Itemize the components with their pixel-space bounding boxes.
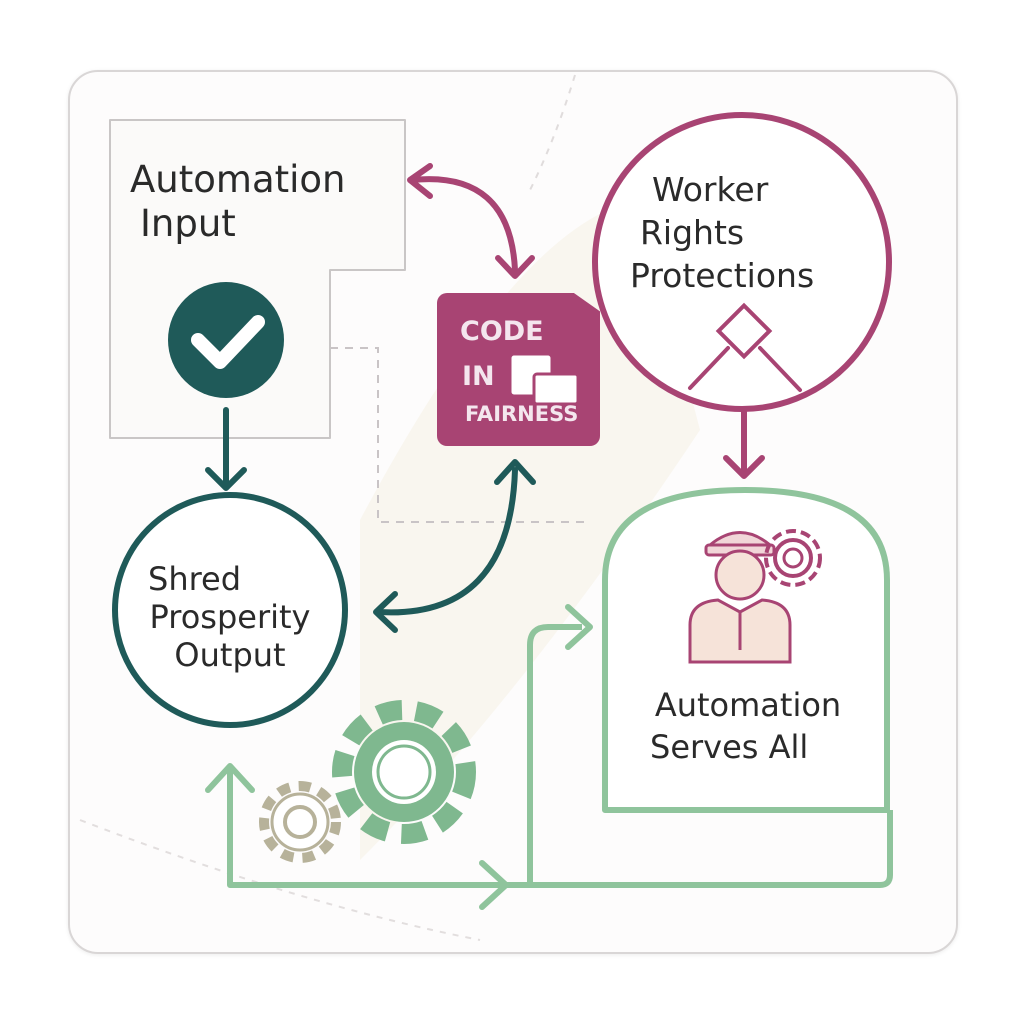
gear-icon xyxy=(764,529,822,587)
arrowhead-up-teal xyxy=(494,459,536,485)
worker-rights-circle xyxy=(592,112,892,412)
automation-input-line1: Automation xyxy=(130,158,346,201)
automation-serves-label: Automation Serves All xyxy=(618,684,878,768)
arrowhead-right-sage xyxy=(565,604,593,650)
dashed-connector xyxy=(330,347,585,523)
code-label-line2: IN xyxy=(462,361,495,392)
large-gear-icon xyxy=(332,700,476,844)
arrow-input-to-code xyxy=(409,176,518,273)
worker-rights-label: Worker Rights Protections xyxy=(630,168,850,297)
loop-branch-line xyxy=(527,624,582,885)
code-label-line3: FAIRNESS xyxy=(465,402,579,426)
arrowhead-left-plum xyxy=(407,163,433,199)
check-icon xyxy=(168,282,284,398)
automation-serves-line2: Serves All xyxy=(650,728,809,766)
automation-input-label: Automation Input xyxy=(130,158,346,246)
arrowhead-up-sage xyxy=(205,763,255,793)
shared-prosperity-line1: Shred xyxy=(148,560,242,598)
arrowhead-left-teal xyxy=(373,591,398,633)
automation-serves-line1: Automation xyxy=(654,686,842,724)
arrowhead-down-plum xyxy=(495,255,535,279)
shared-prosperity-label: Shred Prosperity Output xyxy=(120,560,340,674)
shared-prosperity-line2: Prosperity xyxy=(149,598,311,636)
dashed-guide-bottom xyxy=(79,819,481,941)
arrowhead-down-plum-2 xyxy=(723,455,765,479)
small-gear-icon xyxy=(259,781,341,863)
feedback-loop-line xyxy=(227,770,893,888)
code-label-line1: CODE xyxy=(460,316,544,347)
arrowhead-right-sage-bottom xyxy=(479,860,509,910)
dashed-guide-top xyxy=(529,74,576,191)
arrow-shared-to-code xyxy=(375,467,518,616)
worker-rights-line3: Protections xyxy=(630,256,815,295)
worker-rights-line2: Rights xyxy=(640,213,745,252)
shared-prosperity-line3: Output xyxy=(174,636,286,674)
worker-rights-line1: Worker xyxy=(652,170,769,209)
arrowhead-down-teal xyxy=(205,467,247,491)
shared-prosperity-circle xyxy=(112,492,348,728)
diamond-icon xyxy=(688,302,802,392)
background-wash xyxy=(360,200,700,860)
automation-input-line2: Input xyxy=(140,202,236,245)
window-icon-front xyxy=(532,372,580,406)
